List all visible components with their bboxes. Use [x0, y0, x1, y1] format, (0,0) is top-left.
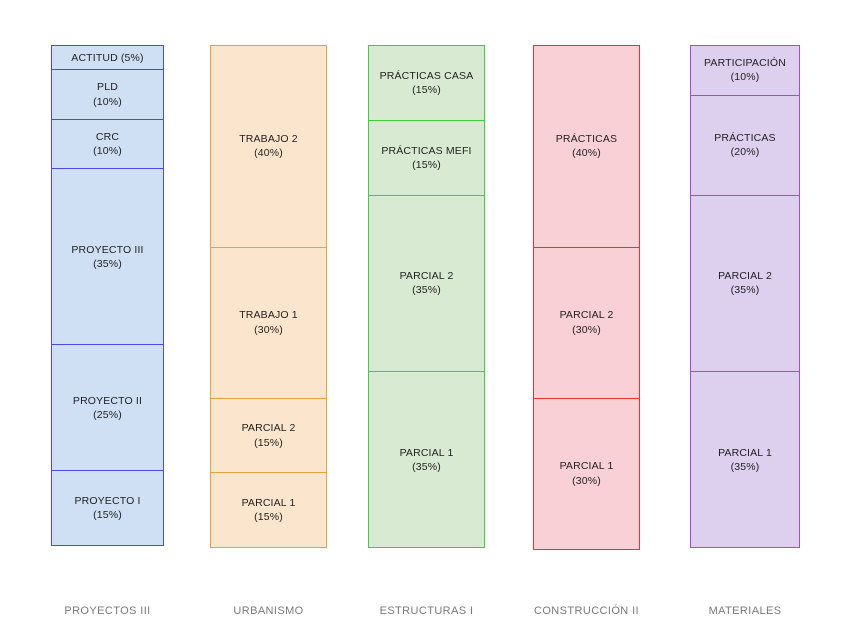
- bar-segment-label: PARCIAL 2: [399, 270, 454, 283]
- bar-segment[interactable]: PRÁCTICAS(40%): [533, 45, 640, 248]
- stacked-bar: PRÁCTICAS(40%)PARCIAL 2(30%)PARCIAL 1(30…: [533, 45, 640, 552]
- bar-segment-percent: (15%): [254, 511, 283, 524]
- bar-segment-percent: (15%): [412, 158, 441, 171]
- bar-segment-percent: (15%): [93, 508, 122, 521]
- bar-segment[interactable]: ACTITUD (5%): [51, 45, 164, 71]
- bar-segment[interactable]: PARCIAL 2(30%): [533, 246, 640, 399]
- bar-segment-label: PRÁCTICAS MEFI: [381, 144, 472, 157]
- bar-segment-label: PARTICIPACIÓN: [704, 57, 786, 70]
- category-axis-label: MATERIALES: [708, 605, 782, 617]
- bar-segment-percent: (40%): [572, 147, 601, 160]
- bar-segment-label: PRÁCTICAS CASA: [379, 69, 474, 82]
- bar-segment[interactable]: PRÁCTICAS CASA (15%): [368, 45, 485, 122]
- bar-segment-percent: (35%): [730, 284, 760, 297]
- bar-segment[interactable]: PARTICIPACIÓN(10%): [690, 45, 800, 96]
- bar-segment[interactable]: PROYECTO II(25%): [51, 344, 164, 472]
- bar-segment-label: PLD: [97, 81, 118, 94]
- bar-segment-percent: (10%): [93, 145, 122, 157]
- chart-column: PARTICIPACIÓN(10%)PRÁCTICAS(20%)PARCIAL …: [690, 45, 800, 617]
- bar-segment-percent: (20%): [730, 146, 760, 159]
- bar-segment-percent: (10%): [730, 71, 760, 84]
- category-axis-label: ESTRUCTURAS I: [379, 605, 474, 617]
- chart-columns-container: ACTITUD (5%)PLD(10%)CRC(10%)PROYECTO III…: [51, 45, 800, 617]
- bar-segment[interactable]: PLD(10%): [51, 69, 164, 120]
- bar-segment[interactable]: PRÁCTICAS MEFI(15%): [368, 119, 485, 196]
- bar-segment-percent: (30%): [572, 474, 601, 487]
- category-axis-label: PROYECTOS III: [64, 605, 151, 617]
- bar-segment-percent: (35%): [730, 460, 760, 473]
- bar-segment[interactable]: TRABAJO 1(30%): [210, 246, 327, 399]
- stacked-bar: ACTITUD (5%)PLD(10%)CRC(10%)PROYECTO III…: [51, 45, 164, 552]
- bar-segment[interactable]: PARCIAL 1(15%): [210, 472, 327, 549]
- category-axis-label: URBANISMO: [233, 605, 304, 617]
- bar-segment-label: TRABAJO 2: [239, 133, 298, 146]
- bar-segment-label: PARCIAL 2: [559, 309, 614, 322]
- bar-segment[interactable]: PROYECTO I(15%): [51, 469, 164, 547]
- chart-column: PRÁCTICAS(40%)PARCIAL 2(30%)PARCIAL 1(30…: [533, 45, 640, 617]
- bar-segment-label: TRABAJO 1: [239, 309, 298, 322]
- bar-segment[interactable]: PARCIAL 1(30%): [533, 397, 640, 550]
- bar-segment[interactable]: PRÁCTICAS(20%): [690, 94, 800, 196]
- bar-segment-percent: (35%): [412, 460, 441, 473]
- bar-segment-percent: (10%): [93, 95, 122, 108]
- bar-segment-label: PARCIAL 1: [559, 460, 614, 473]
- stacked-bar: PARTICIPACIÓN(10%)PRÁCTICAS(20%)PARCIAL …: [690, 45, 800, 552]
- stacked-bar: TRABAJO 2(40%)TRABAJO 1(30%)PARCIAL 2(15…: [210, 45, 327, 552]
- bar-segment-label: PROYECTO I: [74, 494, 141, 507]
- bar-segment-label: PARCIAL 2: [241, 422, 296, 435]
- chart-column: ACTITUD (5%)PLD(10%)CRC(10%)PROYECTO III…: [51, 45, 164, 617]
- bar-segment-label: PROYECTO II: [72, 394, 143, 407]
- bar-segment[interactable]: PARCIAL 2(35%): [368, 194, 485, 373]
- chart-column: PRÁCTICAS CASA(15%)PRÁCTICAS MEFI(15%)PA…: [368, 45, 485, 617]
- bar-segment-percent: (15%): [254, 436, 283, 449]
- bar-segment[interactable]: PROYECTO III(35%): [51, 168, 164, 346]
- bar-segment-label: PARCIAL 2: [718, 270, 772, 283]
- bar-segment-percent: (35%): [93, 257, 122, 270]
- bar-segment[interactable]: PARCIAL 1(35%): [690, 370, 800, 549]
- bar-segment-percent: (40%): [254, 147, 283, 160]
- bar-segment-label: PRÁCTICAS: [555, 133, 618, 146]
- bar-segment-percent: (25%): [93, 408, 122, 421]
- category-axis-label: CONSTRUCCIÓN II: [534, 605, 639, 617]
- bar-segment[interactable]: TRABAJO 2(40%): [210, 45, 327, 248]
- bar-segment[interactable]: PARCIAL 2(35%): [690, 194, 800, 373]
- chart-column: TRABAJO 2(40%)TRABAJO 1(30%)PARCIAL 2(15…: [210, 45, 327, 617]
- bar-segment[interactable]: CRC (10%): [51, 118, 164, 170]
- bar-segment-percent: (35%): [412, 284, 441, 297]
- bar-segment[interactable]: PARCIAL 1(35%): [368, 370, 485, 549]
- bar-segment-label: PRÁCTICAS: [714, 132, 776, 145]
- bar-segment[interactable]: PARCIAL 2(15%): [210, 397, 327, 474]
- bar-segment-percent: (15%): [412, 84, 441, 97]
- bar-segment-label: PARCIAL 1: [718, 446, 772, 459]
- bar-segment-label: CRC: [95, 130, 120, 143]
- bar-segment-label: ACTITUD (5%): [71, 51, 144, 64]
- bar-segment-label: PARCIAL 1: [241, 497, 296, 510]
- bar-segment-percent: (30%): [254, 323, 283, 336]
- stacked-bar-chart: ACTITUD (5%)PLD(10%)CRC(10%)PROYECTO III…: [51, 45, 800, 617]
- bar-segment-percent: (30%): [572, 323, 601, 336]
- stacked-bar: PRÁCTICAS CASA(15%)PRÁCTICAS MEFI(15%)PA…: [368, 45, 485, 552]
- bar-segment-label: PARCIAL 1: [399, 446, 454, 459]
- bar-segment-label: PROYECTO III: [71, 243, 144, 256]
